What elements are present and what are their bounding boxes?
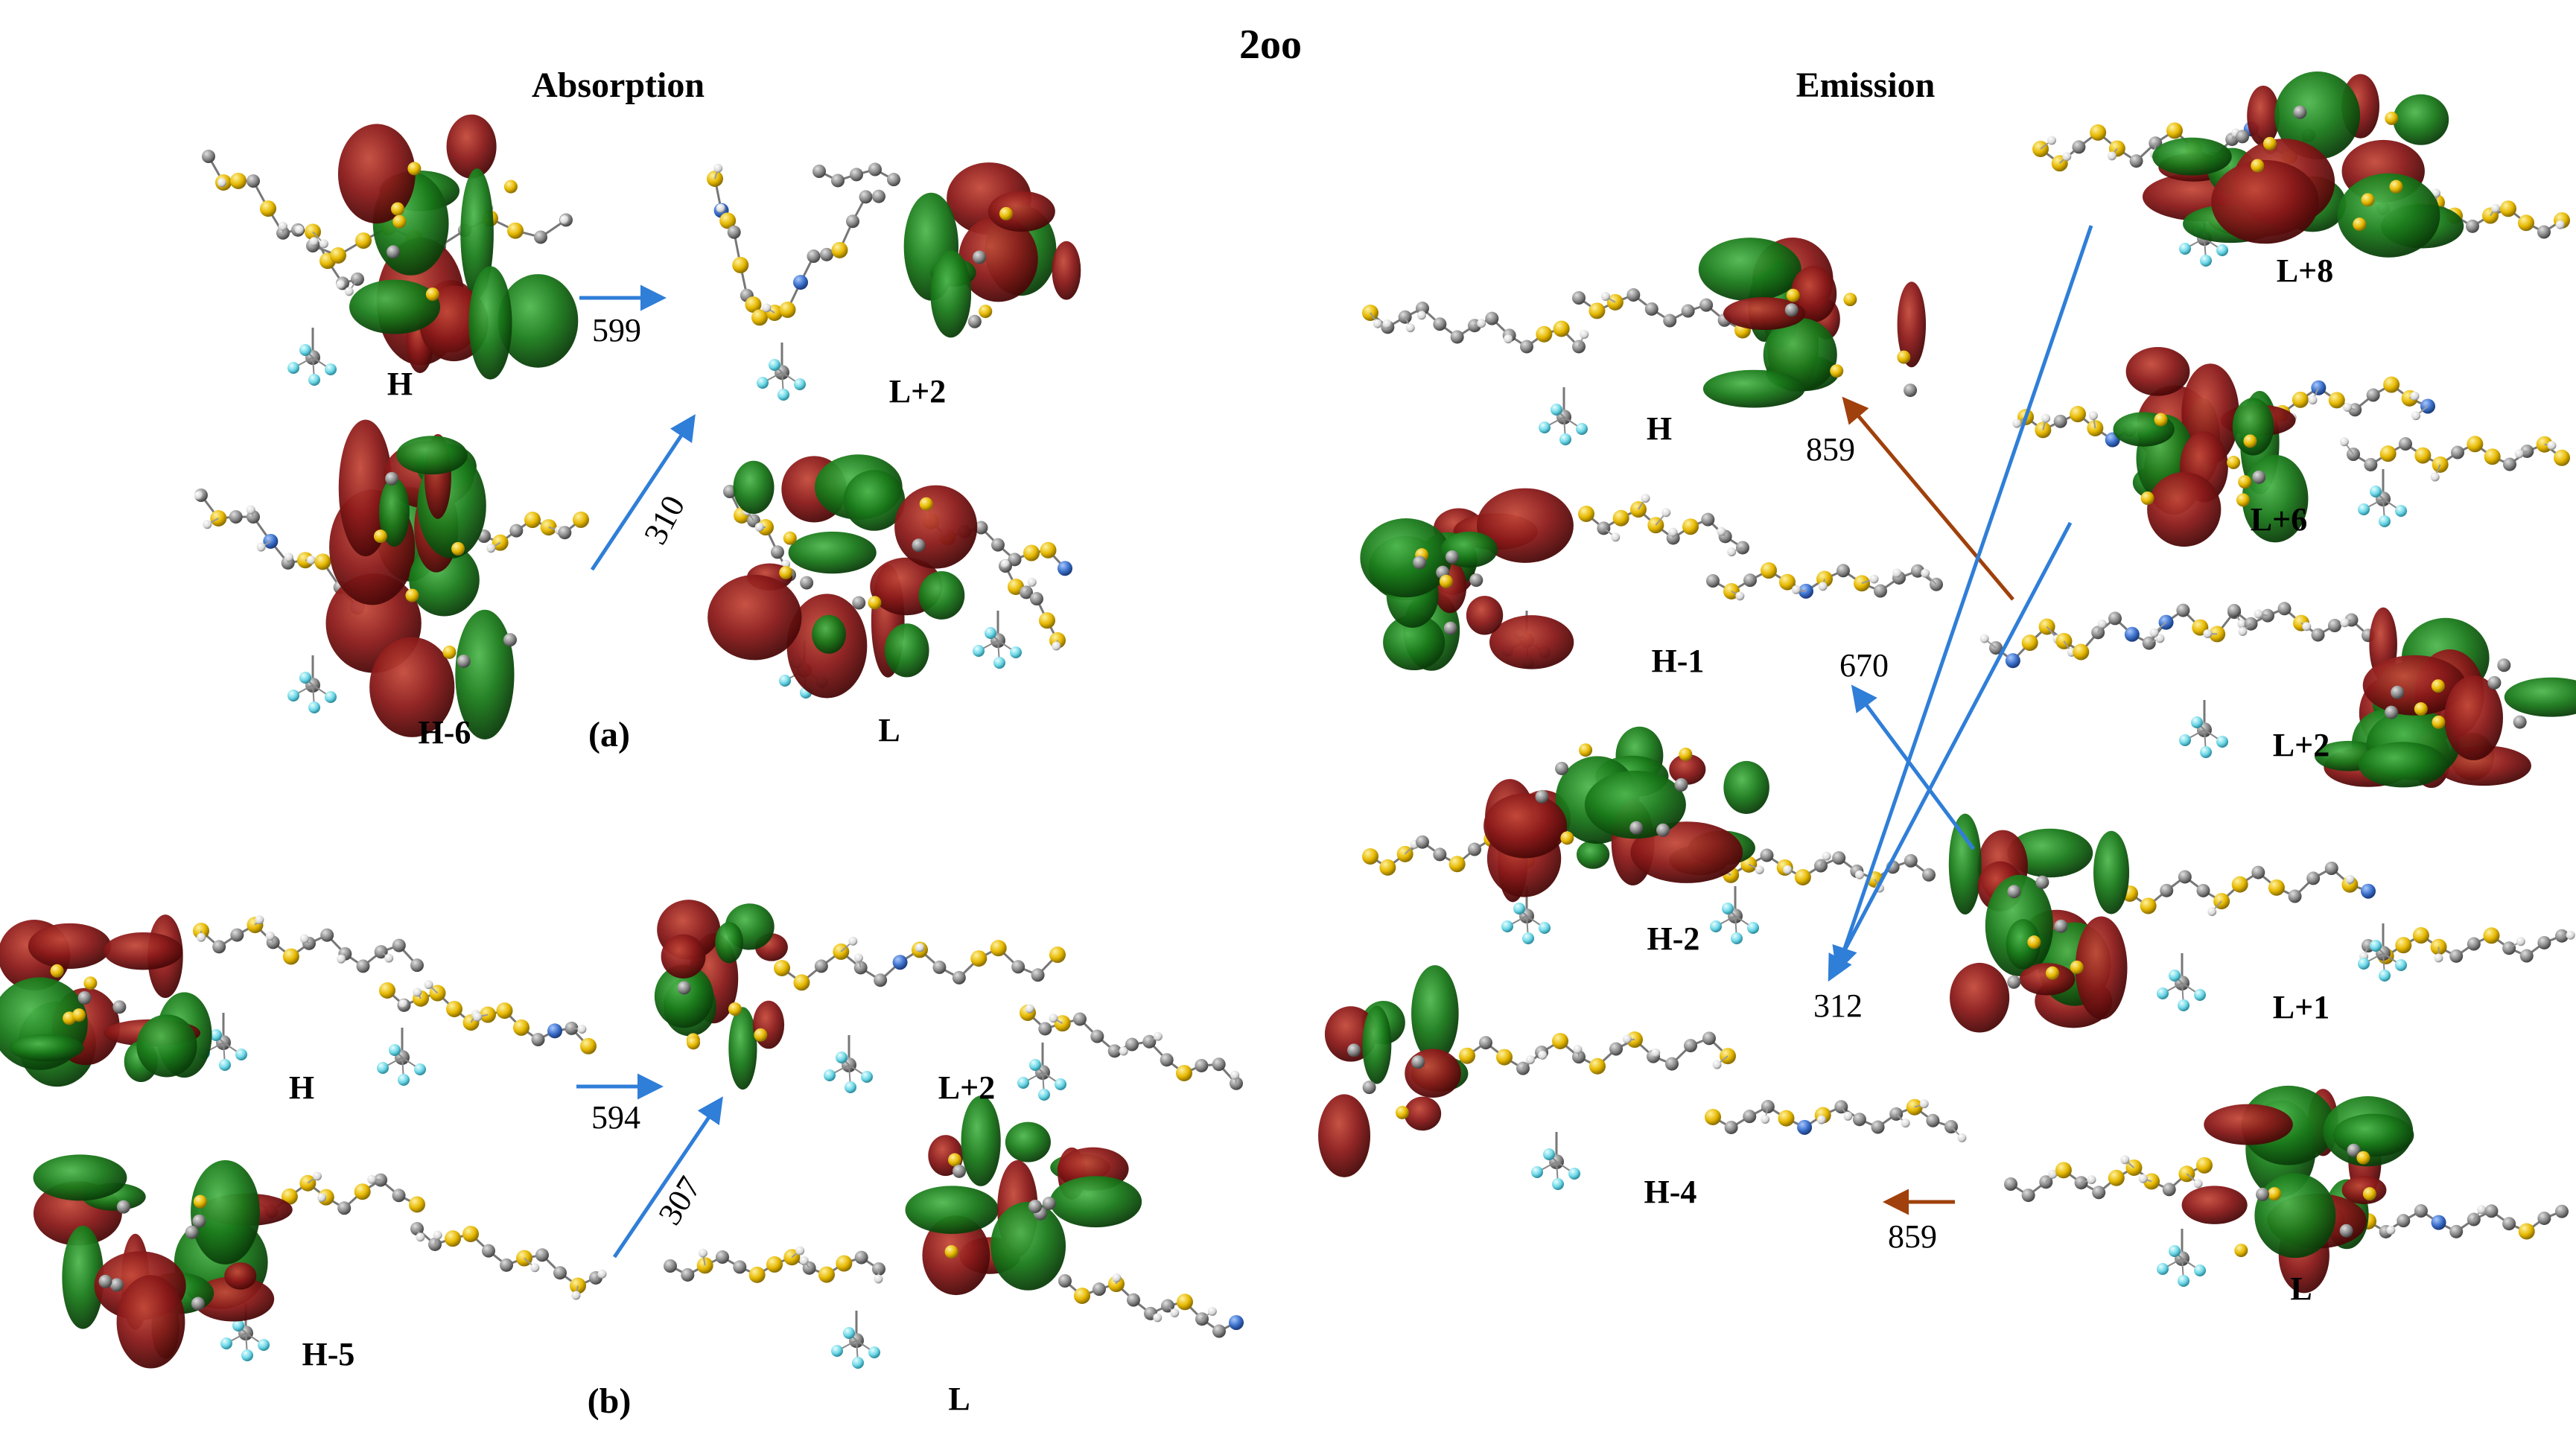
orbital-label-b-lp2: L+2	[938, 1069, 995, 1106]
orbital-label-b-h5: H-5	[302, 1336, 355, 1372]
transition-value-e-312: 312	[1813, 987, 1863, 1024]
molecule-e-lp2	[1979, 602, 2576, 789]
orbital-label-a-h6: H-6	[419, 714, 471, 751]
molecule-a-l	[707, 454, 1072, 699]
transition-value-e-859-top: 859	[1806, 431, 1855, 468]
orbital-label-a-lp2: L+2	[889, 373, 946, 410]
molecule-e-lp8	[2032, 71, 2570, 267]
molecule-b-l	[664, 1095, 1244, 1369]
transition-arrows	[576, 225, 2093, 1259]
transition-value-e-859-bottom: 859	[1888, 1218, 1937, 1255]
transition-value-b-307: 307	[651, 1170, 708, 1231]
orbital-label-e-h: H	[1647, 410, 1672, 447]
arrow-e-lp2-to-h	[1842, 396, 2014, 601]
molecule-a-lp2	[707, 162, 1081, 401]
molecule-a-h6	[194, 419, 589, 739]
molecule-renderings	[0, 71, 2576, 1369]
molecule-e-h1	[1360, 488, 1943, 671]
orbital-label-a-l: L	[878, 712, 900, 748]
molecule-e-h	[1362, 238, 1927, 445]
molecule-e-l	[2004, 1085, 2569, 1294]
molecule-b-h	[0, 914, 597, 1087]
orbital-label-b-l: L	[948, 1381, 970, 1417]
arrow-e-lp6-to-h4	[1828, 521, 2073, 982]
figure-title: 2oo	[1239, 22, 1302, 68]
emission-heading: Emission	[1796, 66, 1936, 105]
orbital-label-a-h: H	[387, 366, 413, 402]
molecule-b-h5	[33, 1154, 607, 1369]
transition-value-a-310: 310	[637, 490, 692, 550]
molecule-e-h4	[1318, 965, 1967, 1190]
arrow-b-h5-to-lp2	[612, 1096, 723, 1259]
transition-value-b-594: 594	[591, 1099, 640, 1136]
arrow-e-lp8-to-h4	[1832, 225, 2093, 973]
molecule-e-lp6	[2012, 347, 2570, 547]
panel-label-a: (a)	[588, 715, 630, 754]
arrow-a-h6-to-lp2	[590, 414, 696, 571]
orbital-label-e-lp8: L+8	[2277, 252, 2333, 289]
orbital-label-e-h2: H-2	[1647, 920, 1700, 957]
molecule-e-lp1	[1948, 813, 2575, 1033]
molecule-a-h	[202, 114, 579, 386]
panel-label-b: (b)	[588, 1381, 632, 1421]
orbital-label-e-lp6: L+6	[2251, 501, 2307, 538]
transition-value-a-599: 599	[592, 312, 641, 349]
orbital-label-e-lp2: L+2	[2273, 727, 2329, 763]
molecule-e-h2	[1362, 726, 1936, 944]
orbital-label-e-l: L	[2290, 1270, 2312, 1307]
molecule-b-lp2	[654, 900, 1243, 1101]
absorption-heading: Absorption	[532, 66, 705, 105]
arrow-e-lp1-to-h1	[1851, 684, 1976, 850]
orbital-label-e-h1: H-1	[1652, 643, 1705, 679]
transition-value-e-670: 670	[1839, 647, 1889, 684]
orbital-label-e-lp1: L+1	[2273, 989, 2329, 1025]
orbital-label-e-h4: H-4	[1644, 1174, 1697, 1210]
orbital-label-b-h: H	[289, 1069, 314, 1106]
